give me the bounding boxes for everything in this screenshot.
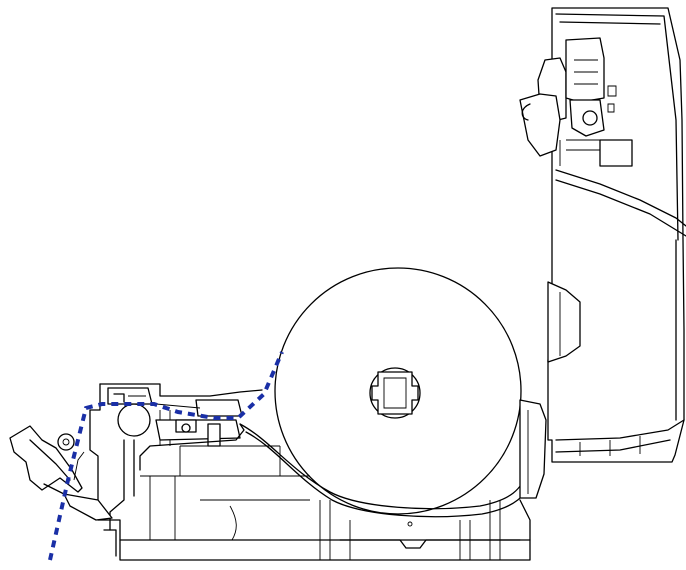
paper-path [48,351,284,561]
printer-cover [519,7,686,463]
cutter-lever [9,425,113,521]
printer-body [89,383,547,561]
paper-path-line [48,351,284,561]
paper-roll [274,267,522,515]
